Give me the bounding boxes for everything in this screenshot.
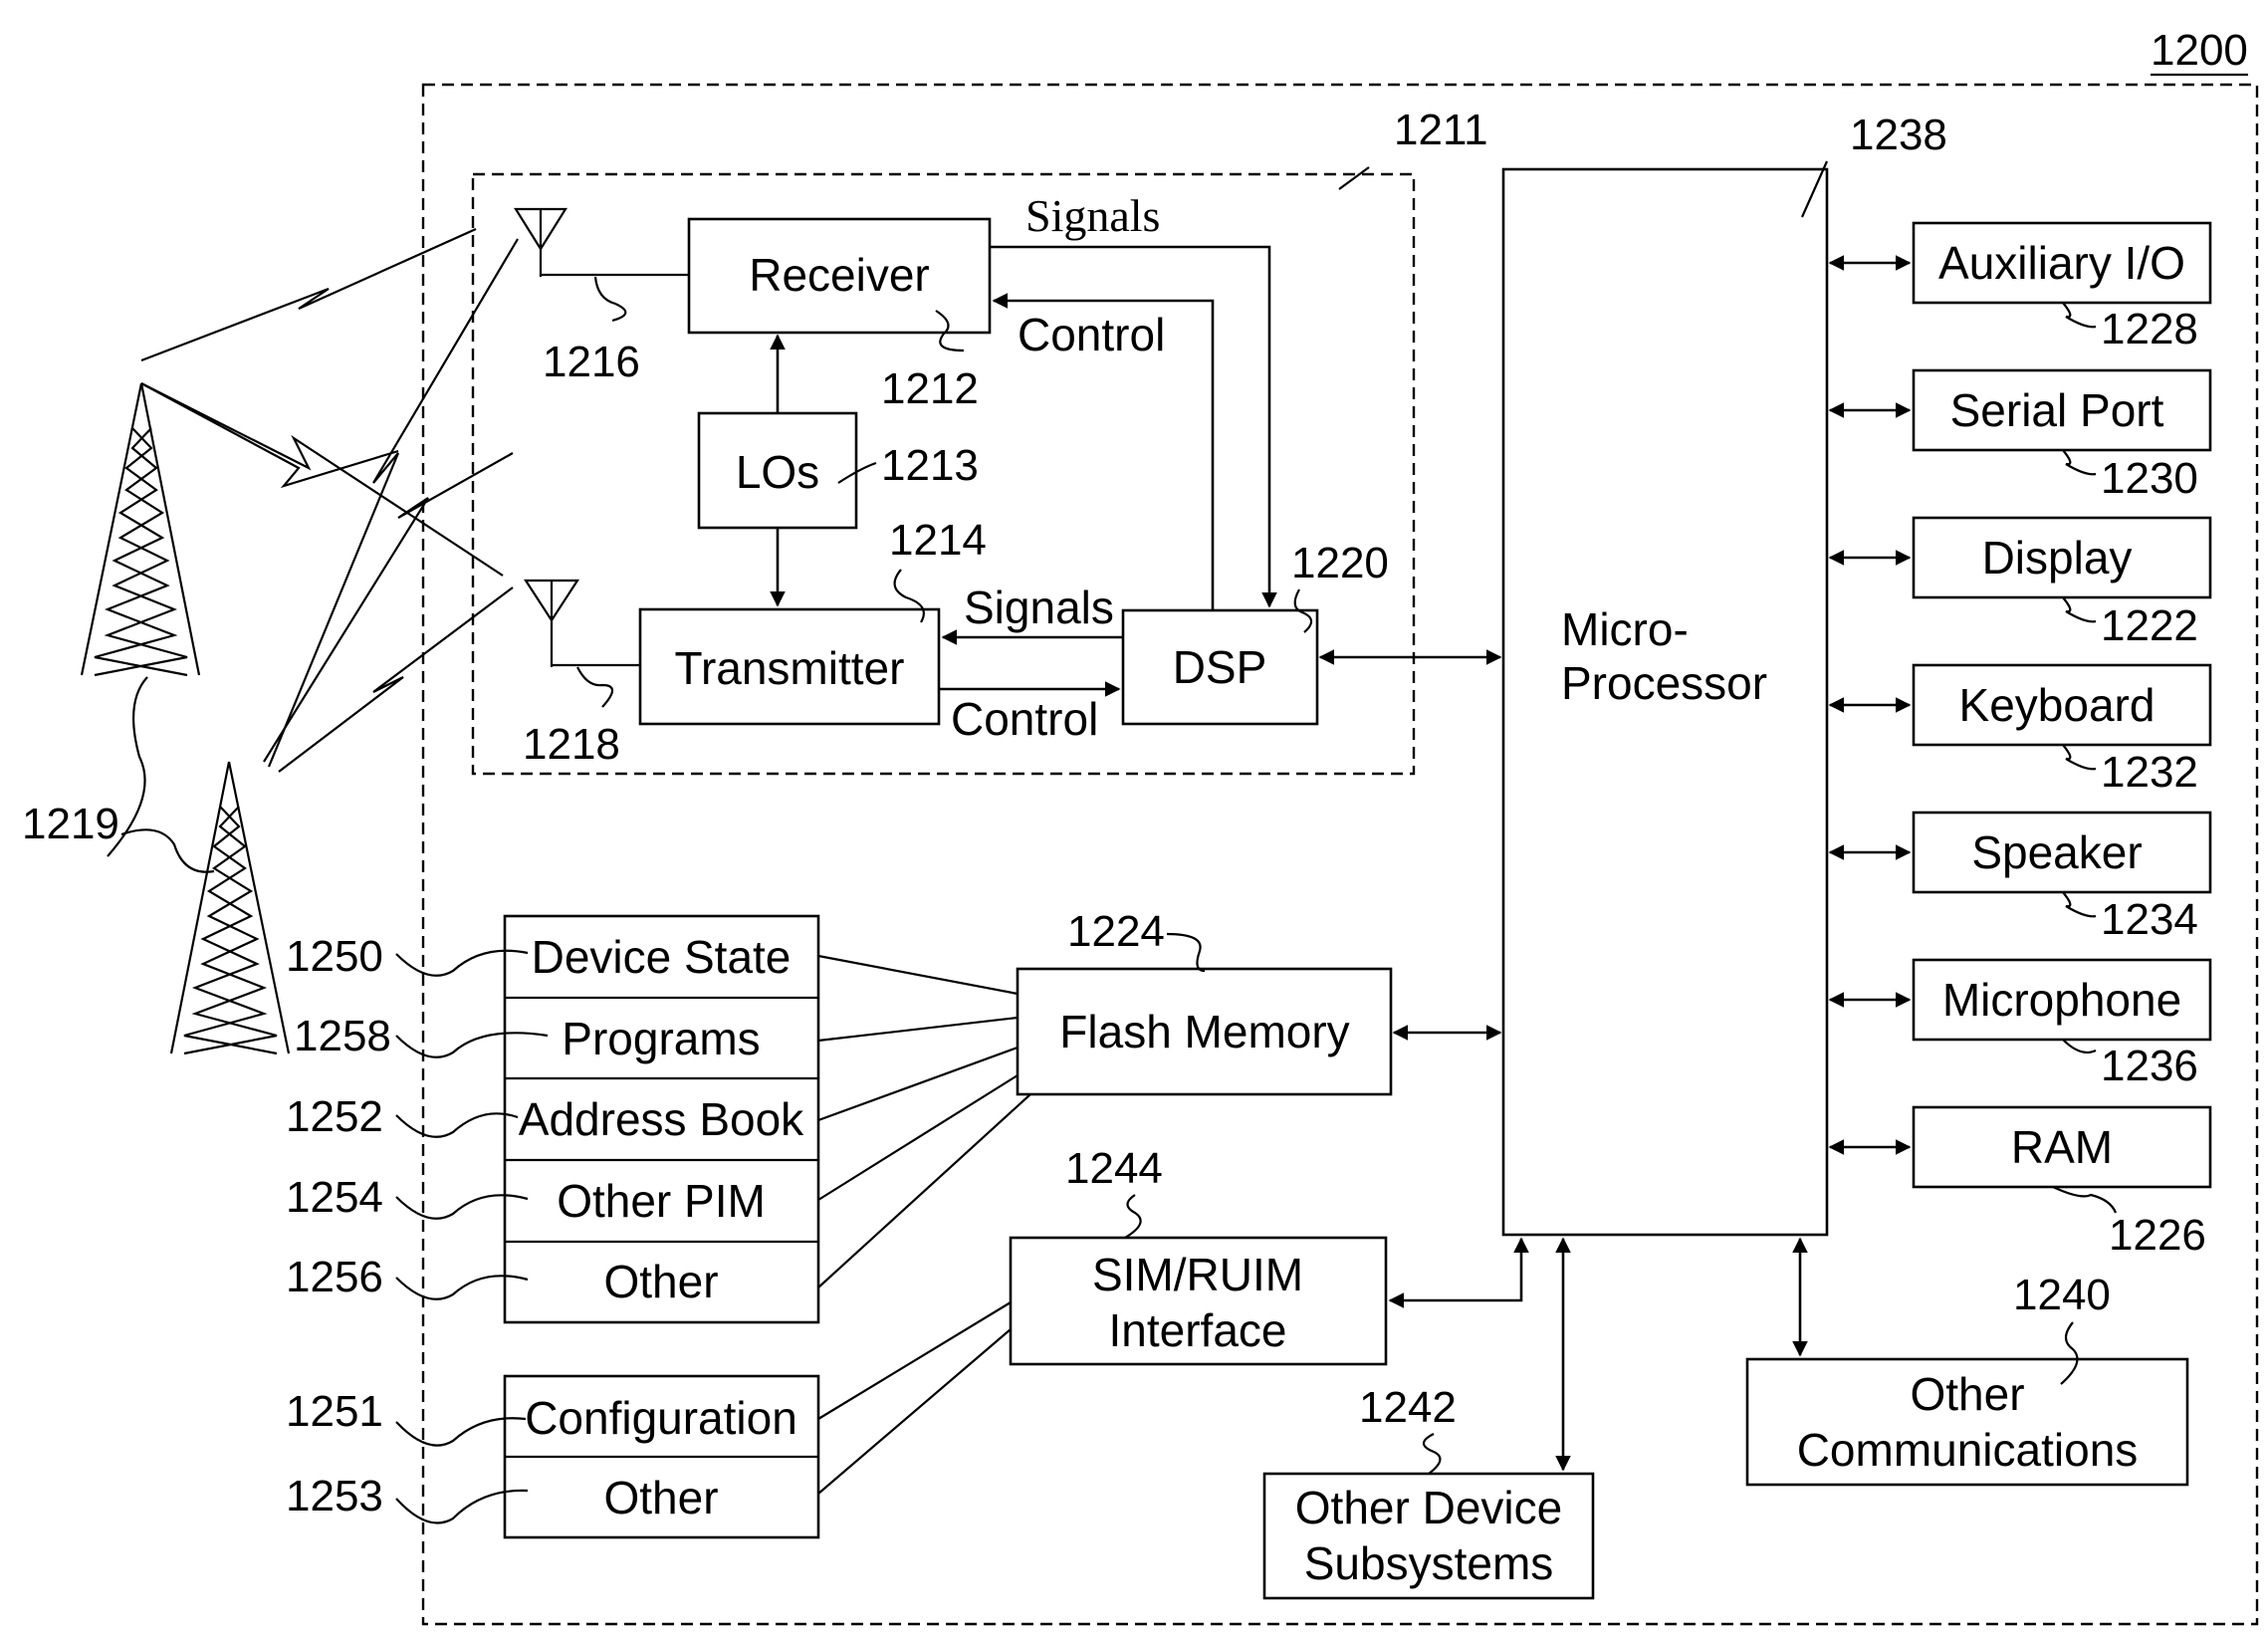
memory-item-address-book: Address Book bbox=[519, 1093, 804, 1145]
peripheral-keyboard: Keyboard 1232 bbox=[1830, 665, 2210, 797]
tower-icon bbox=[171, 762, 289, 1053]
ref-device-state: 1250 bbox=[286, 932, 383, 981]
ref-flash-memory: 1224 bbox=[1067, 907, 1165, 956]
peripheral-speaker: Speaker 1234 bbox=[1830, 813, 2210, 944]
los-label: LOs bbox=[736, 446, 819, 498]
ref-dsp: 1220 bbox=[1291, 539, 1389, 587]
antenna-rx-icon bbox=[516, 209, 689, 321]
other-device-label-line1: Other Device bbox=[1295, 1482, 1562, 1533]
signals-bottom-label: Signals bbox=[964, 582, 1114, 633]
ref-programs: 1258 bbox=[294, 1012, 391, 1060]
ref-other-comm: 1240 bbox=[2013, 1271, 2111, 1319]
receiver-label: Receiver bbox=[749, 249, 930, 301]
ref-other-pim: 1254 bbox=[286, 1173, 383, 1222]
peripheral-ram: RAM 1226 bbox=[1830, 1107, 2210, 1260]
other-comm-label-line2: Communications bbox=[1797, 1424, 2139, 1476]
antenna-tx-icon bbox=[526, 581, 642, 707]
signals-top-label: Signals bbox=[1025, 190, 1160, 241]
ref-other: 1256 bbox=[286, 1253, 383, 1301]
memory-stack: Device State Programs Address Book Other… bbox=[286, 916, 818, 1322]
microprocessor-label-line1: Micro- bbox=[1561, 603, 1689, 655]
ref-display: 1222 bbox=[2101, 601, 2198, 650]
figure-number: 1200 bbox=[2151, 26, 2248, 75]
ram-label: RAM bbox=[2011, 1121, 2113, 1173]
ref-microphone: 1236 bbox=[2101, 1042, 2198, 1090]
ref-sim-ruim: 1244 bbox=[1065, 1144, 1163, 1193]
ref-transmitter: 1214 bbox=[889, 516, 987, 565]
control-top-label: Control bbox=[1018, 309, 1165, 360]
ref-comm-subsystem: 1211 bbox=[1394, 106, 1488, 154]
ref-config-other: 1253 bbox=[286, 1472, 383, 1520]
peripheral-display: Display 1222 bbox=[1830, 518, 2210, 650]
flash-memory-label: Flash Memory bbox=[1059, 1006, 1349, 1057]
serial-port-label: Serial Port bbox=[1950, 384, 2164, 436]
keyboard-label: Keyboard bbox=[1959, 679, 2155, 731]
sim-ruim-label-line1: SIM/RUIM bbox=[1092, 1249, 1303, 1300]
other-comm-label-line1: Other bbox=[1910, 1368, 2024, 1420]
dsp-label: DSP bbox=[1173, 641, 1267, 693]
ref-antenna-rx: 1216 bbox=[543, 338, 640, 386]
cell-towers: 1219 bbox=[22, 229, 518, 1053]
ref-keyboard: 1232 bbox=[2101, 748, 2198, 797]
ref-speaker: 1234 bbox=[2101, 895, 2198, 944]
memory-item-other-pim: Other PIM bbox=[557, 1175, 766, 1227]
ref-receiver: 1212 bbox=[881, 364, 979, 413]
config-item-other: Other bbox=[603, 1472, 718, 1523]
tower-icon bbox=[82, 383, 199, 675]
ref-configuration: 1251 bbox=[286, 1387, 383, 1436]
ref-microprocessor: 1238 bbox=[1850, 111, 1947, 159]
peripherals: Auxiliary I/O 1228 Serial Port 1230 Disp… bbox=[1830, 223, 2210, 1260]
config-stack: Configuration Other 1251 1253 bbox=[286, 1376, 818, 1537]
ref-auxiliary-io: 1228 bbox=[2101, 305, 2198, 353]
peripheral-auxiliary-io: Auxiliary I/O 1228 bbox=[1830, 223, 2210, 353]
ref-address-book: 1252 bbox=[286, 1092, 383, 1141]
ref-antenna-tx: 1218 bbox=[523, 720, 620, 769]
microphone-label: Microphone bbox=[1942, 974, 2181, 1026]
ref-los: 1213 bbox=[881, 441, 979, 490]
auxiliary-io-label: Auxiliary I/O bbox=[1938, 237, 2185, 289]
ref-other-device: 1242 bbox=[1359, 1383, 1457, 1432]
sim-ruim-label-line2: Interface bbox=[1109, 1304, 1287, 1356]
transmitter-label: Transmitter bbox=[675, 642, 905, 694]
control-bottom-label: Control bbox=[951, 693, 1098, 745]
memory-item-other: Other bbox=[603, 1256, 718, 1307]
display-label: Display bbox=[1982, 532, 2133, 584]
ref-towers: 1219 bbox=[22, 800, 119, 848]
speaker-label: Speaker bbox=[1971, 826, 2142, 878]
ref-serial-port: 1230 bbox=[2101, 454, 2198, 503]
memory-item-programs: Programs bbox=[562, 1013, 760, 1064]
ref-ram: 1226 bbox=[2109, 1211, 2206, 1260]
peripheral-microphone: Microphone 1236 bbox=[1830, 960, 2210, 1090]
microprocessor-label-line2: Processor bbox=[1561, 657, 1767, 709]
peripheral-serial-port: Serial Port 1230 bbox=[1830, 370, 2210, 503]
other-device-label-line2: Subsystems bbox=[1304, 1537, 1554, 1589]
memory-item-device-state: Device State bbox=[532, 931, 792, 983]
config-item-configuration: Configuration bbox=[525, 1392, 797, 1444]
figure-number-text: 1200 bbox=[2151, 26, 2248, 75]
